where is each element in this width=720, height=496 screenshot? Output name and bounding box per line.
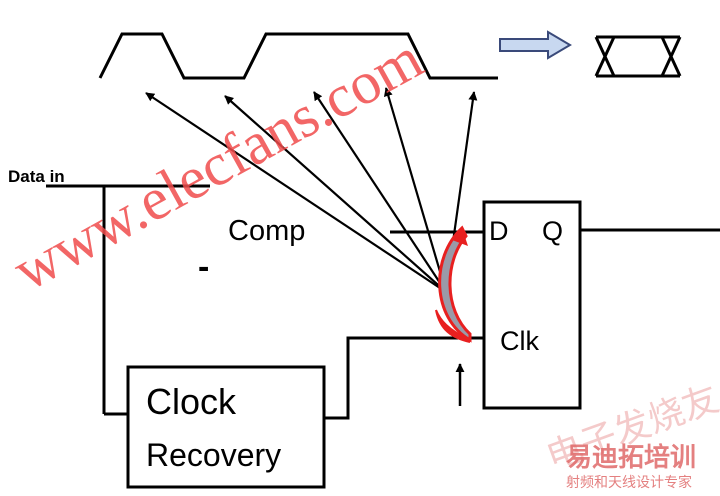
arrow-icon <box>224 95 447 293</box>
d-label: D <box>489 216 509 246</box>
right-block-arrow-icon <box>499 30 572 60</box>
arrow-icon <box>145 92 447 293</box>
data-waveform <box>98 32 498 80</box>
clk-label: Clk <box>500 326 539 356</box>
arrow-icon <box>313 91 447 293</box>
url-watermark: www.elecfans.com <box>2 25 433 304</box>
clock-wiring <box>324 336 484 420</box>
clock-label: Clock <box>146 381 237 422</box>
minus-label: - <box>198 248 209 286</box>
comp-label: Comp <box>228 215 305 247</box>
clock-edge-highlight <box>435 225 472 343</box>
brand-bottom-watermark: 射频和天线设计专家 <box>566 474 692 491</box>
flip-flop-box <box>482 200 582 410</box>
data-in-wiring <box>46 184 210 416</box>
q-label: Q <box>542 216 563 246</box>
arrow-icon <box>383 87 448 293</box>
data-in-label: Data in <box>8 167 65 186</box>
brand-top-watermark: 易迪拓培训 <box>566 443 696 473</box>
clock-recovery-box <box>126 365 326 489</box>
recovery-label: Recovery <box>146 437 281 473</box>
eye-diagram-icon <box>594 35 682 78</box>
